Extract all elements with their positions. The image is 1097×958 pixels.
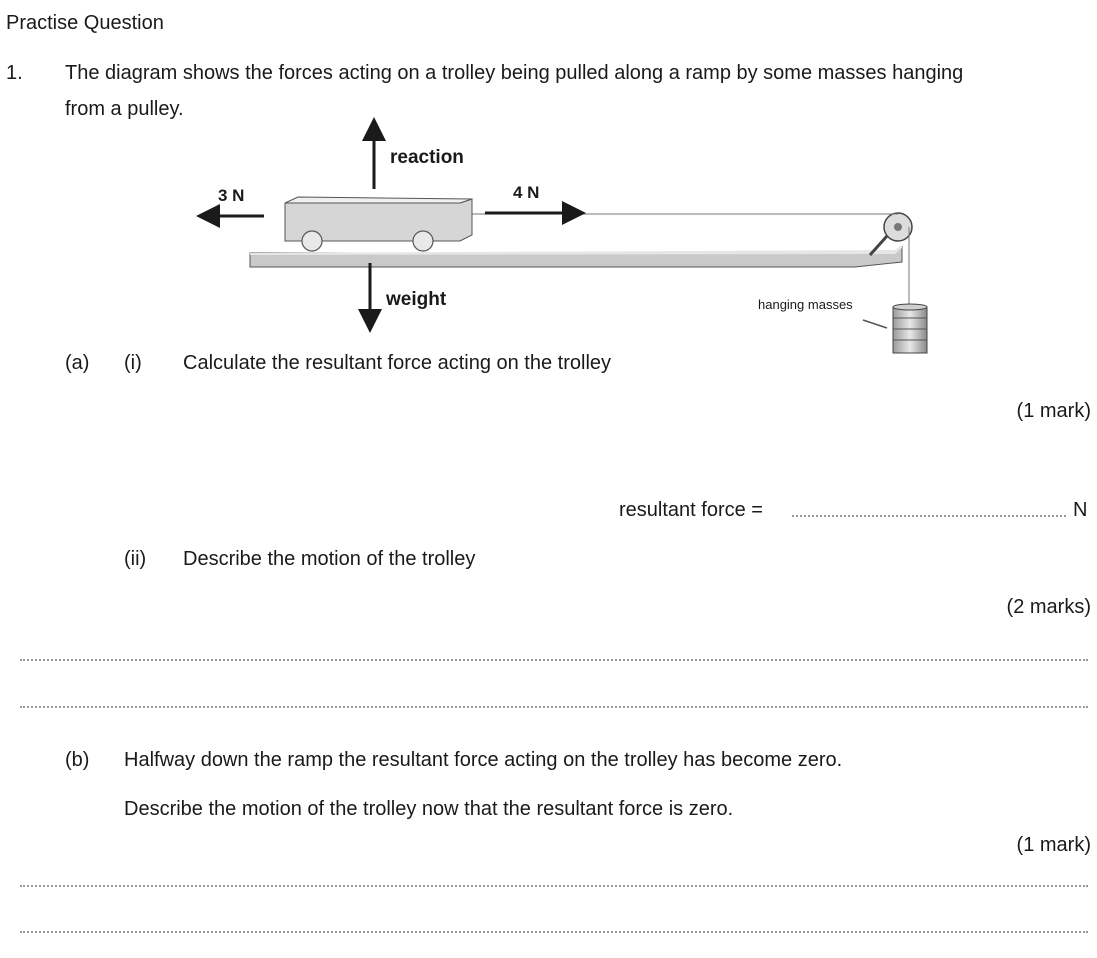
part-b-line-1: Halfway down the ramp the resultant forc… (124, 749, 843, 771)
part-a-ii-label: (ii) (124, 548, 147, 570)
question-number: 1. (6, 62, 23, 84)
part-a-ii-marks: (2 marks) (1006, 596, 1091, 618)
answer-line-a-ii-2[interactable] (20, 706, 1088, 708)
hanging-masses-stack (892, 303, 928, 354)
answer-line-b-2[interactable] (20, 931, 1088, 933)
left-force-label: 3 N (218, 186, 244, 205)
reaction-label: reaction (390, 147, 464, 168)
forces-diagram: reaction 3 N 4 N weight hanging masses (196, 117, 928, 354)
answer-prefix: resultant force = (619, 499, 763, 521)
part-b-line-2: Describe the motion of the trolley now t… (124, 798, 734, 820)
pulley (868, 212, 913, 256)
hanging-masses-label: hanging masses (758, 297, 853, 312)
part-a-label: (a) (65, 352, 90, 374)
weight-label: weight (385, 289, 447, 310)
hanging-masses-pointer (862, 319, 888, 329)
answer-line-resultant-force[interactable] (792, 515, 1066, 517)
page-title: Practise Question (6, 12, 164, 34)
answer-line-a-ii-1[interactable] (20, 659, 1088, 661)
trolley (284, 196, 473, 252)
part-a-i-label: (i) (124, 352, 142, 374)
ramp (249, 245, 903, 268)
part-b-marks: (1 mark) (1016, 834, 1091, 856)
part-a-i-text: Calculate the resultant force acting on … (183, 352, 612, 374)
answer-unit: N (1073, 499, 1088, 521)
part-b-label: (b) (65, 749, 90, 771)
wheel-left (301, 230, 323, 252)
part-a-ii-text: Describe the motion of the trolley (183, 548, 476, 570)
wheel-right (412, 230, 434, 252)
question-stem-line-2: from a pulley. (65, 98, 184, 120)
answer-line-b-1[interactable] (20, 885, 1088, 887)
part-a-i-marks: (1 mark) (1016, 400, 1091, 422)
right-force-label: 4 N (513, 183, 539, 202)
question-stem-line-1: The diagram shows the forces acting on a… (65, 62, 964, 84)
